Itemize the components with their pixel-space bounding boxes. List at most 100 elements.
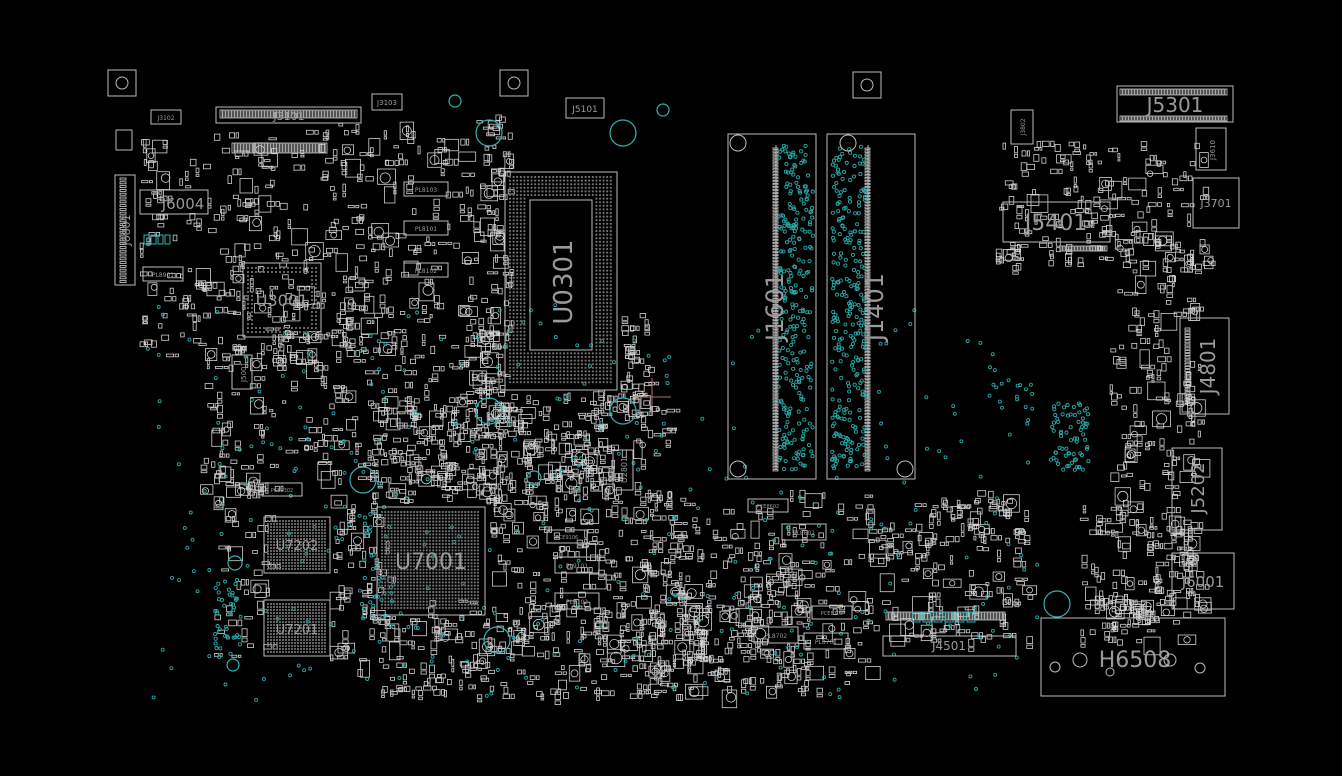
component-j3103[interactable]: J3103 — [371, 93, 403, 111]
fiducial-icon — [507, 76, 521, 90]
ref-u3001: U3001 — [256, 291, 308, 310]
component-j3802[interactable]: J3802 — [1010, 109, 1034, 145]
mounting-hole-icon — [609, 397, 637, 425]
ref-j3701: J3701 — [1199, 197, 1231, 210]
component-pce9106[interactable]: PCE9106 — [546, 529, 588, 544]
component-pce8702[interactable]: PCE8702 — [811, 605, 853, 620]
crosshair-cursor-icon — [633, 378, 671, 416]
ref-j5301: J5301 — [1145, 93, 1204, 117]
ref-j5001: J5001 — [240, 362, 248, 383]
ref-j1401: J1401 — [861, 273, 889, 343]
ref-j4501: J4501 — [931, 639, 966, 653]
ref-pce9302: PCE9302 — [271, 488, 293, 494]
mounting-hole-icon — [448, 94, 462, 108]
component-pce9302[interactable]: PCE9302 — [261, 482, 303, 497]
ref-u7202: U7202 — [276, 539, 319, 554]
fiducial-icon — [115, 76, 129, 90]
mounting-hole-icon — [226, 658, 240, 672]
component-top-left-test[interactable] — [107, 69, 137, 97]
component-j1401[interactable]: J1401 — [826, 133, 916, 480]
component-pl8702[interactable]: PL8702 — [753, 626, 799, 644]
component-pl9102[interactable]: PL9102 — [554, 592, 600, 610]
ref-j3102: J3102 — [156, 115, 174, 122]
component-u2801[interactable]: U2801 — [612, 449, 634, 491]
mounting-hole-icon — [526, 470, 542, 486]
component-j6001[interactable]: J6001 — [1171, 552, 1235, 610]
ref-pl8103: PL8103 — [415, 187, 437, 194]
ref-pl8101: PL8101 — [415, 226, 437, 233]
component-j3701[interactable]: J3701 — [1192, 177, 1240, 229]
component-j5001[interactable]: J5001 — [231, 354, 253, 390]
component-pl8701[interactable]: PL8701 — [803, 632, 849, 650]
component-j6801[interactable]: J6801 — [114, 174, 136, 286]
component-pl8103[interactable]: PL8103 — [403, 181, 449, 197]
ref-pl8601: PL8601 — [793, 530, 815, 537]
ref-pl8102: PL8102 — [415, 268, 437, 275]
ref-pl9102: PL9102 — [566, 599, 588, 606]
vias-layer — [143, 143, 1091, 702]
component-u7202[interactable]: U7202 — [263, 516, 331, 574]
mounting-hole-icon — [1043, 590, 1071, 618]
ref-u7201: U7201 — [276, 623, 319, 638]
component-u7001[interactable]: U7001 — [376, 506, 486, 616]
component-j5202[interactable]: J5202 — [1171, 447, 1223, 531]
ref-pce8602: PCE8602 — [757, 504, 779, 510]
ref-pl8701: PL8701 — [815, 639, 837, 646]
ref-j5401: J5401 — [1023, 211, 1087, 236]
mounting-hole-icon — [475, 119, 503, 147]
ref-j6001: J6001 — [1181, 573, 1225, 591]
mounting-hole-icon — [483, 626, 511, 654]
mounting-hole-icon — [227, 555, 243, 571]
mounting-hole-icon — [609, 119, 637, 147]
ref-u2801: U2801 — [620, 457, 629, 483]
component-pce8602[interactable]: PCE8602 — [747, 498, 789, 513]
ref-j3802: J3802 — [1020, 118, 1027, 136]
ref-pl8901: PL8901 — [152, 272, 174, 279]
component-j6004[interactable]: J6004 — [139, 189, 209, 215]
component-j4501[interactable]: J4501 — [882, 635, 1017, 657]
ref-j3103: J3103 — [376, 99, 397, 107]
ref-pl8702: PL8702 — [765, 633, 787, 640]
component-pl8901[interactable]: PL8901 — [142, 266, 184, 282]
fiducial-icon — [860, 78, 874, 92]
ref-pl9101: PL9101 — [566, 563, 588, 570]
ref-j5101: J5101 — [571, 105, 598, 115]
component-pl9101[interactable]: PL9101 — [554, 556, 600, 574]
component-j5401[interactable]: J5401 — [1002, 201, 1111, 243]
component-j3101[interactable]: J3101 — [215, 106, 362, 124]
mounting-hole-icon — [475, 397, 503, 425]
component-j4801[interactable]: J4801 — [1179, 317, 1230, 415]
ref-u7001: U7001 — [395, 550, 467, 575]
component-u7201[interactable]: U7201 — [263, 599, 331, 657]
component-pl8601[interactable]: PL8601 — [781, 523, 827, 541]
ref-u0301: U0301 — [549, 239, 579, 324]
component-top-right-test[interactable] — [852, 71, 882, 99]
component-h6508[interactable]: H6508 — [1040, 617, 1226, 697]
component-j3102[interactable]: J3102 — [150, 109, 182, 125]
component-j1601[interactable]: J1601 — [727, 133, 817, 480]
ref-j5202: J5202 — [1188, 462, 1209, 514]
ref-j6801: J6801 — [120, 214, 133, 246]
component-j5101[interactable]: J5101 — [565, 97, 605, 119]
ref-pce8702: PCE8702 — [821, 611, 843, 617]
ref-j1601: J1601 — [761, 273, 789, 343]
ref-pce9106: PCE9106 — [556, 535, 578, 541]
component-j3610[interactable]: J3610 — [1195, 127, 1227, 171]
ref-j6004: J6004 — [161, 195, 205, 213]
component-u3001[interactable]: U3001 — [242, 262, 322, 338]
component-u0301[interactable]: U0301 — [504, 171, 618, 391]
pads-layer — [119, 88, 1228, 709]
mounting-hole-icon — [349, 466, 377, 494]
mounting-hole-icon — [656, 103, 670, 117]
ref-h6508: H6508 — [1099, 648, 1172, 673]
component-pl8101[interactable]: PL8101 — [403, 220, 449, 236]
ref-j4801: J4801 — [1196, 338, 1220, 397]
ref-j3610: J3610 — [1209, 140, 1217, 161]
component-top-mid-test[interactable] — [499, 69, 529, 97]
component-pl8102[interactable]: PL8102 — [403, 262, 449, 278]
component-small[interactable] — [115, 129, 133, 151]
bga-balls-layer — [246, 175, 612, 654]
ref-j3101: J3101 — [272, 110, 304, 123]
component-j5301[interactable]: J5301 — [1116, 85, 1234, 123]
